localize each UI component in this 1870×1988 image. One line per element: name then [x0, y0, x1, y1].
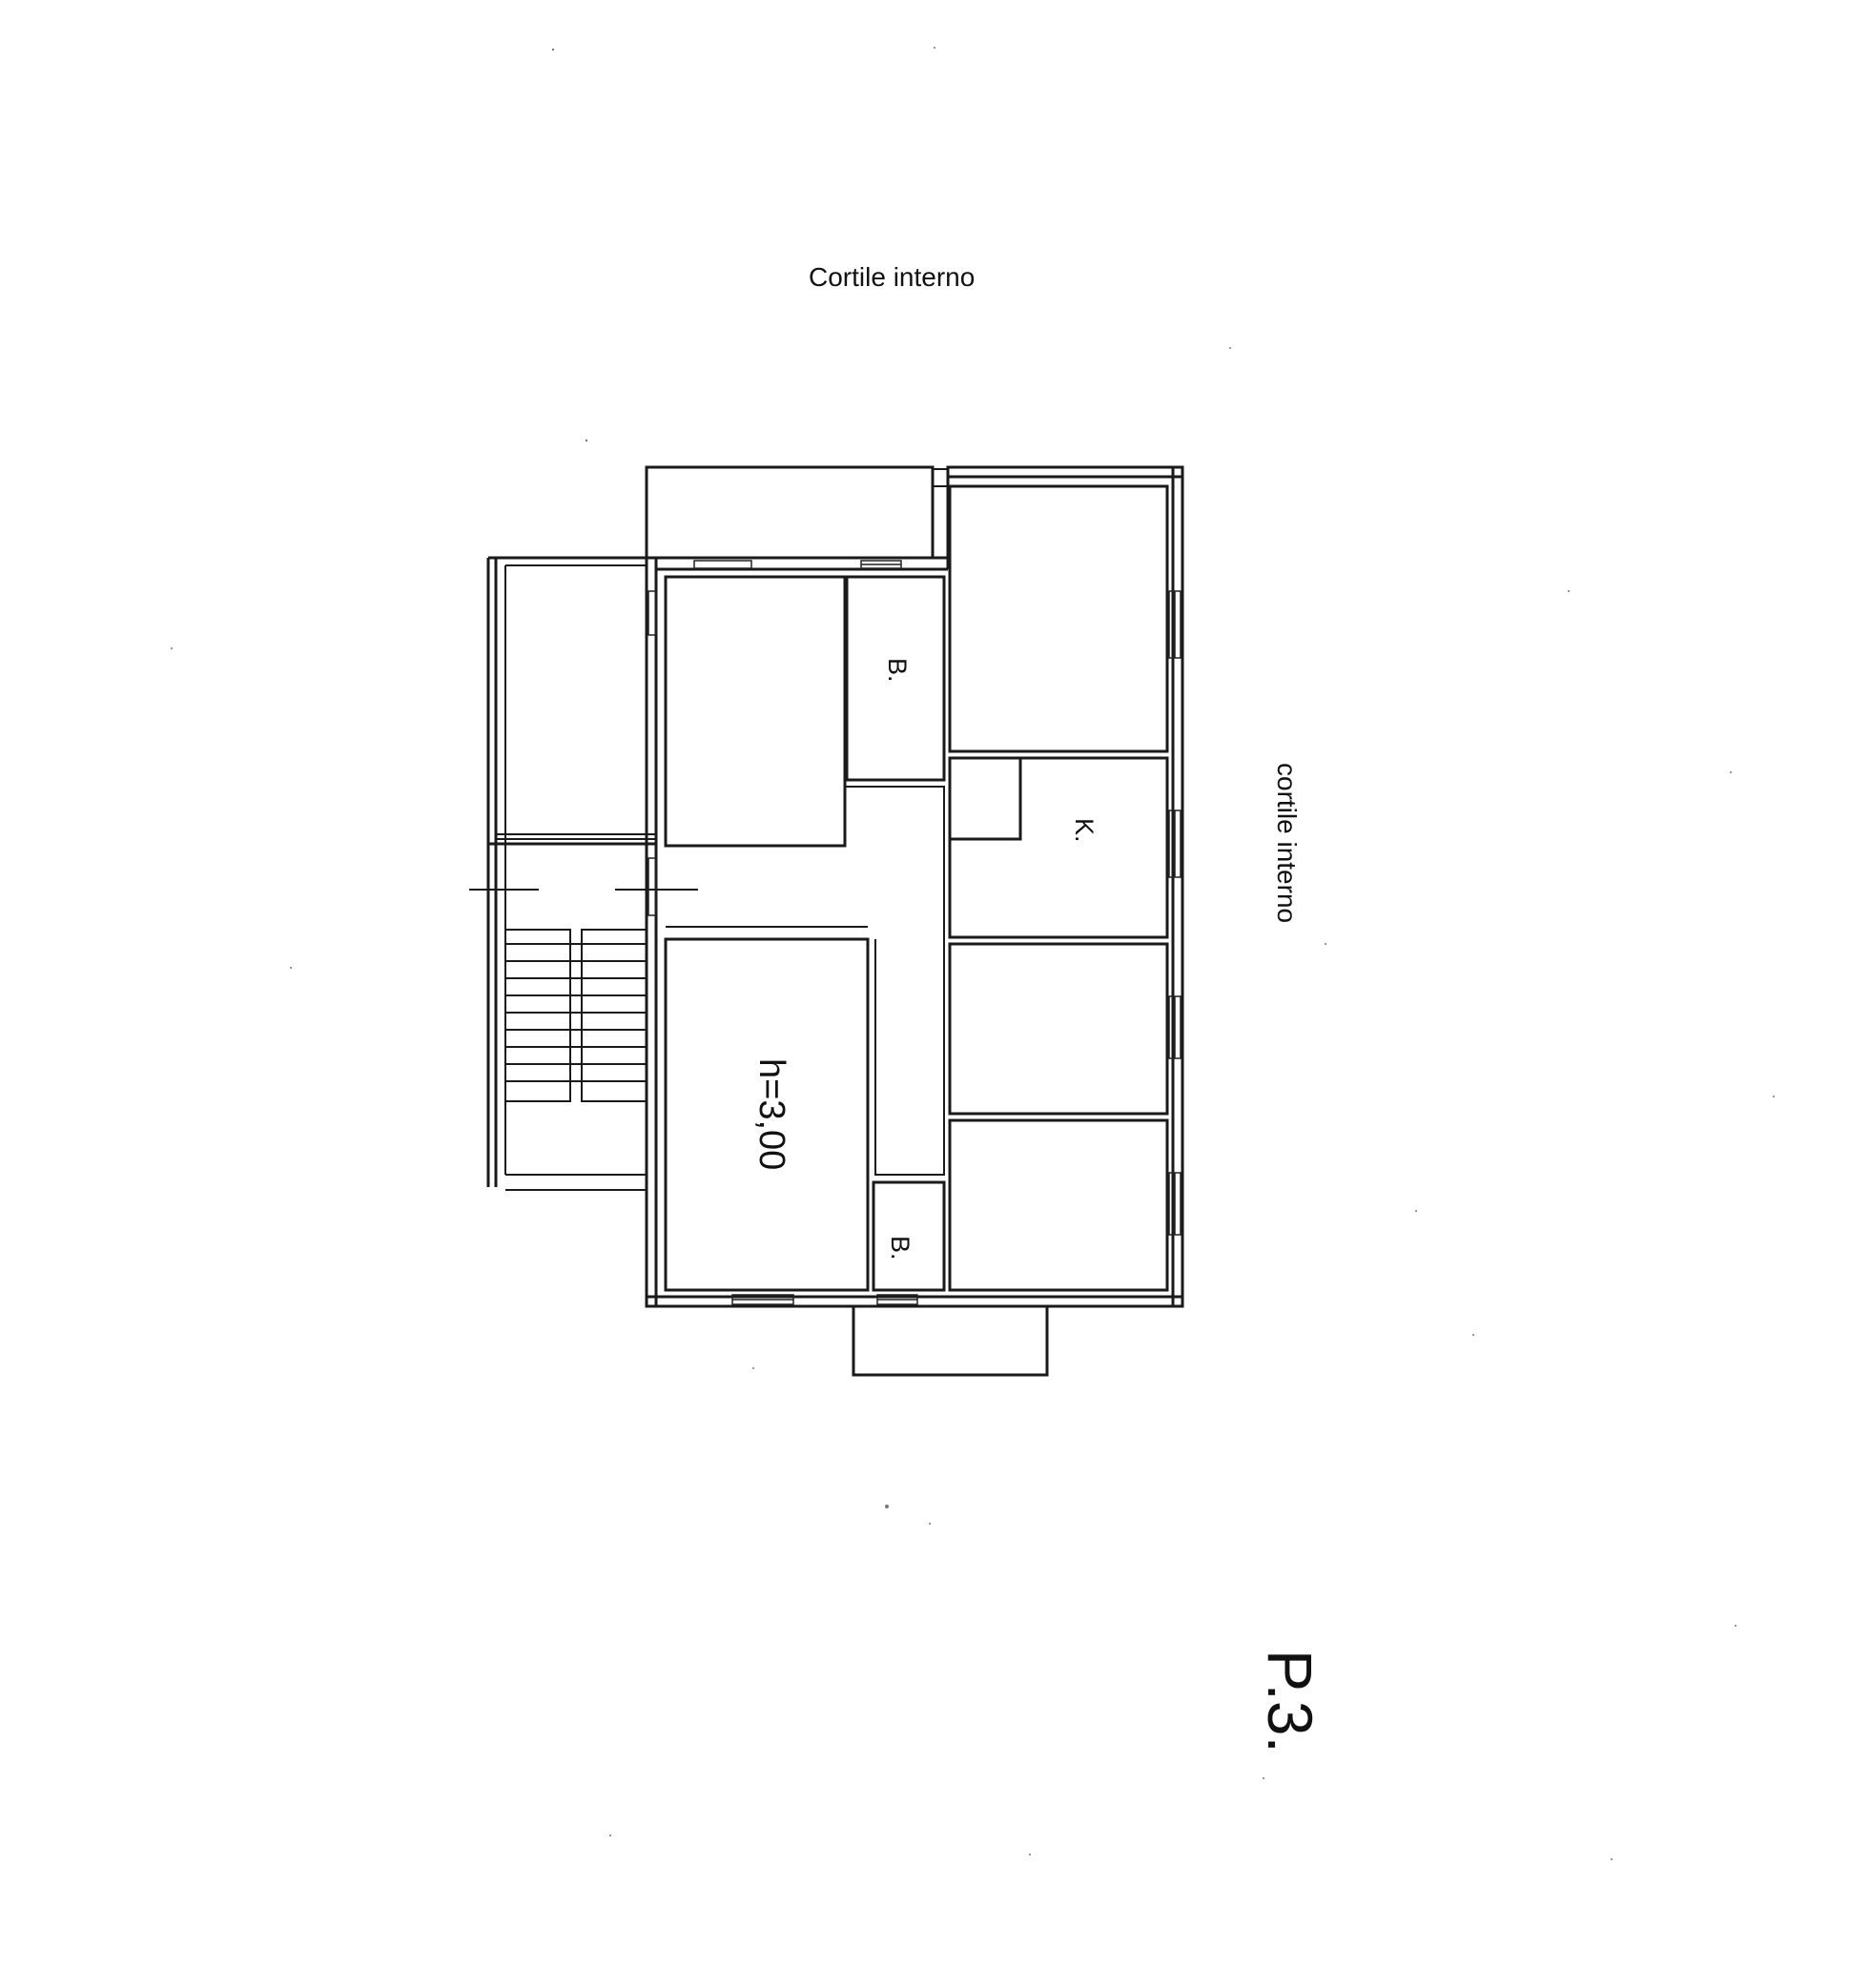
building-outline	[645, 465, 1184, 1308]
scan-specks	[171, 47, 1775, 1860]
page-id-label: P.3.	[1255, 1650, 1325, 1753]
interior-walls	[664, 484, 1169, 1292]
room-height-label: h=3,00	[751, 1058, 791, 1170]
bottom-balcony	[852, 1306, 1049, 1377]
top-balcony	[645, 465, 948, 559]
bathroom-label-bottom: B.	[886, 1236, 914, 1260]
stair-wing	[469, 556, 698, 1191]
bathroom-label-top: B.	[883, 658, 912, 683]
courtyard-label-top: Cortile interno	[809, 262, 975, 292]
windows	[647, 560, 1182, 1305]
courtyard-label-right: cortile interno	[1272, 763, 1302, 923]
kitchen-label: K.	[1070, 818, 1099, 843]
stair-treads	[504, 929, 647, 1102]
